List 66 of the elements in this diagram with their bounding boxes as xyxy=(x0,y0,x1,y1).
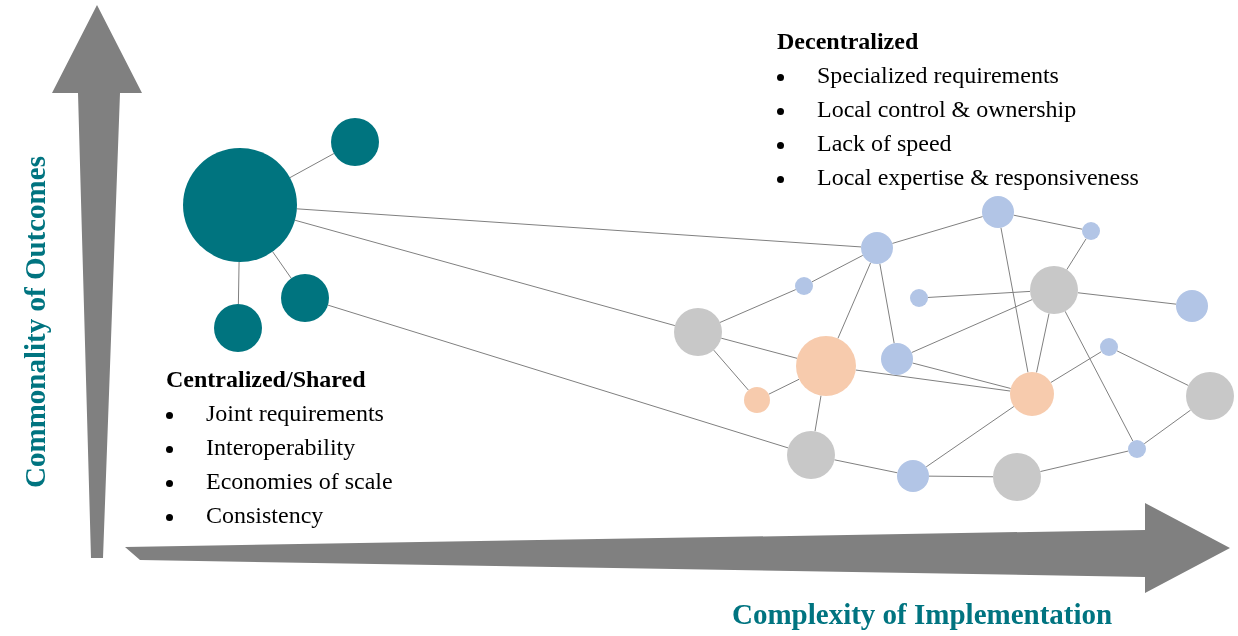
connector-line xyxy=(289,153,335,179)
connector-line xyxy=(1050,351,1102,384)
connector-line xyxy=(837,262,872,339)
network-node-circle xyxy=(744,387,770,413)
connector-line xyxy=(720,337,798,359)
bullet-item: Lack of speed xyxy=(817,130,952,157)
network-node-circle xyxy=(1100,338,1118,356)
connector-line xyxy=(1036,313,1050,373)
bullet-item: Economies of scale xyxy=(206,468,393,495)
connector-line xyxy=(237,261,240,305)
network-node-circle xyxy=(993,453,1041,501)
connector-line xyxy=(911,299,1033,354)
network-node-circle xyxy=(1082,222,1100,240)
network-node-circle xyxy=(982,196,1014,228)
network-node-circle xyxy=(787,431,835,479)
network-node-circle xyxy=(796,336,856,396)
connector-line xyxy=(1013,214,1083,230)
network-node-circle xyxy=(1176,290,1208,322)
network-node-circle xyxy=(183,148,297,262)
network-node-circle xyxy=(1010,372,1054,416)
connector-line xyxy=(1116,350,1189,386)
connector-line xyxy=(768,378,800,395)
network-node-circle xyxy=(281,274,329,322)
network-node-circle xyxy=(331,118,379,166)
bullet-item: Local expertise & responsiveness xyxy=(817,164,1139,191)
connector-line xyxy=(1077,292,1177,305)
connector-line xyxy=(1143,409,1192,445)
connector-line xyxy=(1000,227,1029,373)
connector-line xyxy=(855,369,1011,392)
network-node-circle xyxy=(214,304,262,352)
group-heading: Centralized/Shared xyxy=(166,366,366,393)
connector-line xyxy=(327,304,789,449)
connector-line xyxy=(912,362,1012,389)
bullet-item: Interoperability xyxy=(206,434,356,461)
connector-line xyxy=(925,406,1015,468)
connector-line xyxy=(713,349,749,391)
bullet-item: Consistency xyxy=(206,502,324,529)
network-node-circle xyxy=(1030,266,1078,314)
axis-title: Commonality of Outcomes xyxy=(18,156,52,488)
connector-line xyxy=(928,475,994,478)
bullet-item: Local control & ownership xyxy=(817,96,1077,123)
bullet-item: Specialized requirements xyxy=(817,62,1059,89)
connector-line xyxy=(719,289,797,323)
connector-line xyxy=(891,216,984,244)
connector-line xyxy=(272,251,292,279)
network-node-circle xyxy=(910,289,928,307)
connector-line xyxy=(1064,310,1134,442)
connector-line xyxy=(1039,450,1129,473)
network-node-circle xyxy=(1128,440,1146,458)
network-node-circle xyxy=(674,308,722,356)
connector-line xyxy=(296,208,862,248)
network-node-circle xyxy=(1186,372,1234,420)
connector-line xyxy=(879,263,895,344)
group-heading: Decentralized xyxy=(777,28,919,55)
network-node-circle xyxy=(897,460,929,492)
connector-line xyxy=(294,219,676,327)
connector-line xyxy=(1066,238,1087,271)
connector-line xyxy=(834,459,898,474)
network-node-circle xyxy=(795,277,813,295)
axis-title: Complexity of Implementation xyxy=(732,598,1113,631)
connector-line xyxy=(814,395,822,432)
connector-line xyxy=(811,254,864,283)
bullet-item: Joint requirements xyxy=(206,400,384,427)
connector-line xyxy=(927,290,1031,298)
network-node-circle xyxy=(881,343,913,375)
network-node-circle xyxy=(861,232,893,264)
